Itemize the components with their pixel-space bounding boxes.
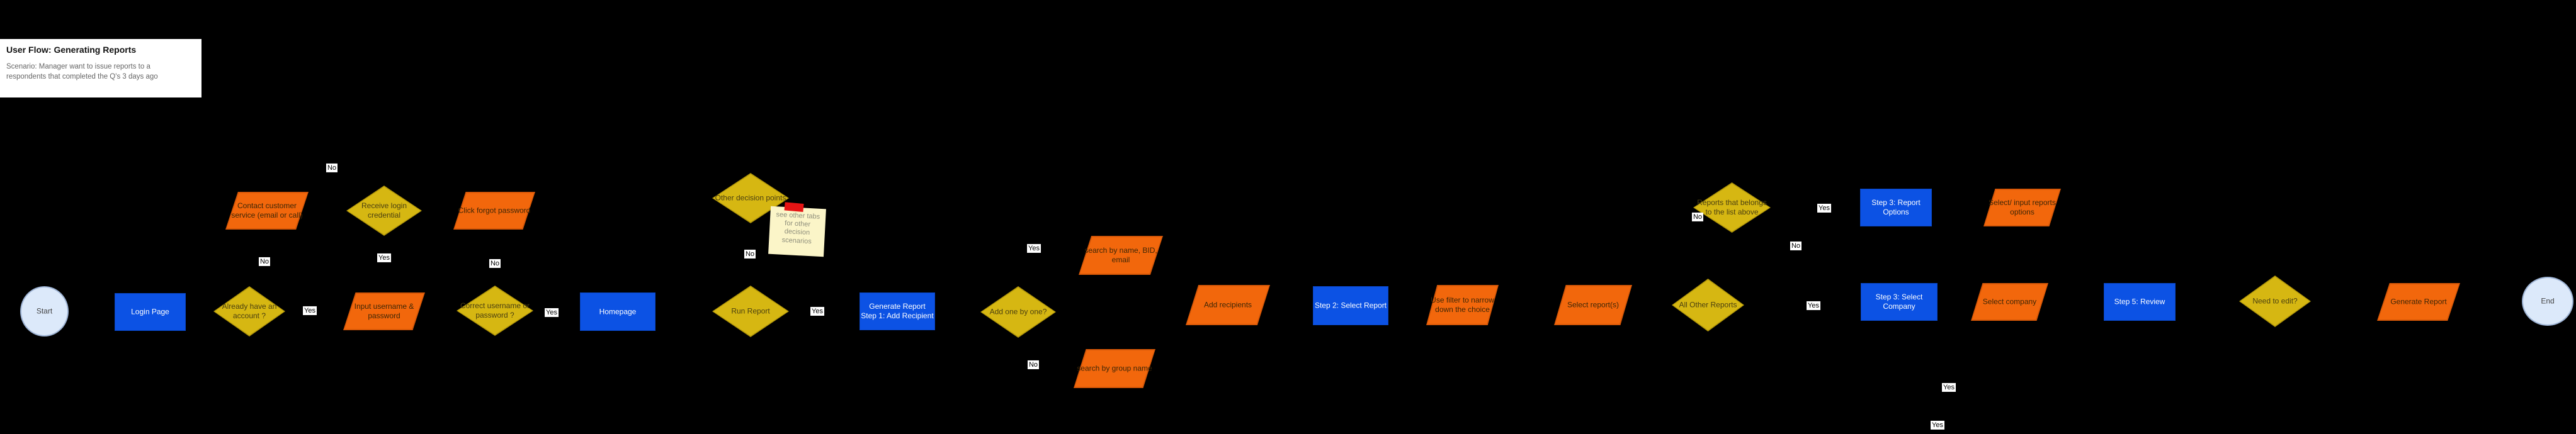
- node-login-page[interactable]: Login Page: [115, 293, 186, 331]
- edge-label-yes-11[interactable]: Yes: [1817, 203, 1831, 213]
- decision-shape: [1672, 279, 1744, 331]
- sticky-tape-icon: [784, 202, 804, 212]
- node-step3-select-company[interactable]: Step 3: Select Company: [1861, 283, 1938, 321]
- node-end[interactable]: End: [2522, 277, 2573, 326]
- node-click-forgot-password[interactable]: Click forgot password: [453, 192, 535, 230]
- node-step2-select-report[interactable]: Step 2: Select Report: [1313, 286, 1388, 325]
- io-shape-fill: [2378, 284, 2459, 320]
- title-card[interactable]: User Flow: Generating Reports Scenario: …: [0, 39, 201, 97]
- node-use-filter[interactable]: Use filter to narrow down the choice: [1426, 285, 1499, 325]
- node-select-input-report-options[interactable]: Select/ input reports options: [1983, 189, 2061, 226]
- io-shape-fill: [1427, 286, 1497, 324]
- io-shape-fill: [1972, 284, 2047, 320]
- decision-shape: [712, 286, 789, 337]
- edge-label-no-0[interactable]: No: [326, 163, 338, 173]
- decision-shape: [346, 186, 422, 236]
- node-start[interactable]: Start: [20, 286, 69, 337]
- node-label: Step 2: Select Report: [1314, 301, 1387, 310]
- edge-label-yes-14[interactable]: Yes: [1942, 382, 1956, 392]
- io-shape-fill: [1555, 286, 1631, 324]
- decision-shape-fill: [348, 187, 421, 235]
- edge-label-no-3[interactable]: No: [489, 259, 501, 269]
- node-already-have-account[interactable]: Already have an account ?: [213, 286, 285, 337]
- edge-label-yes-2[interactable]: Yes: [377, 253, 391, 263]
- node-search-by-name[interactable]: search by name, BID, email: [1079, 236, 1163, 275]
- io-shape: [225, 192, 309, 230]
- node-label: Start: [36, 306, 53, 316]
- decision-shape-fill: [1673, 280, 1743, 330]
- node-input-username-password[interactable]: Input username & password: [343, 292, 425, 330]
- node-generate-report[interactable]: Generate Report: [2377, 283, 2460, 321]
- page-title: User Flow: Generating Reports: [6, 45, 137, 55]
- scenario-text: Scenario: Manager want to issue reports …: [6, 63, 158, 81]
- node-select-company[interactable]: Select company: [1971, 283, 2048, 321]
- decision-shape: [213, 286, 285, 337]
- edge-label-yes-13[interactable]: Yes: [1807, 301, 1820, 311]
- io-shape-fill: [1080, 237, 1162, 274]
- decision-shape-fill: [713, 287, 788, 336]
- decision-shape-fill: [458, 287, 532, 335]
- edge-label-no-1[interactable]: No: [258, 257, 271, 267]
- node-add-recipients[interactable]: Add recipients: [1186, 285, 1270, 325]
- node-step5-review[interactable]: Step 5: Review: [2104, 283, 2176, 321]
- io-shape-fill: [344, 294, 424, 329]
- node-add-one-by-one[interactable]: Add one by one?: [980, 286, 1056, 338]
- edge-label-no-9[interactable]: No: [1027, 360, 1040, 370]
- io-shape: [1074, 349, 1155, 388]
- io-shape-fill: [227, 193, 307, 228]
- node-label: End: [2541, 296, 2555, 306]
- decision-shape: [980, 286, 1056, 338]
- node-need-to-edit[interactable]: Need to edit?: [2239, 275, 2311, 327]
- node-label: Step 3: Select Company: [1875, 292, 1923, 311]
- node-search-by-group[interactable]: search by group name: [1074, 349, 1155, 388]
- edge-label-no-6[interactable]: No: [744, 249, 756, 259]
- io-shape: [343, 292, 425, 330]
- io-shape: [1554, 285, 1632, 325]
- io-shape: [1971, 283, 2048, 321]
- edge-label-no-12[interactable]: No: [1790, 241, 1802, 251]
- node-contact-customer-service[interactable]: Contact customer service (email or call): [225, 192, 309, 230]
- io-shape: [1983, 189, 2061, 226]
- node-label: Step 5: Review: [2114, 297, 2165, 306]
- node-step3-report-options[interactable]: Step 3: Report Options: [1860, 189, 1932, 226]
- node-label: Generate Report Step 1: Add Recipient: [861, 302, 934, 320]
- edge-label-yes-15[interactable]: Yes: [1931, 420, 1944, 430]
- io-shape: [1426, 285, 1499, 325]
- io-shape-fill: [1985, 190, 2060, 225]
- decision-shape-fill: [1694, 184, 1769, 231]
- node-select-reports[interactable]: Select report(s): [1554, 285, 1632, 325]
- sticky-note-text: see other tabs for other decision scenar…: [776, 211, 820, 245]
- edge-label-yes-5[interactable]: Yes: [545, 308, 559, 318]
- node-label: Step 3: Report Options: [1871, 198, 1921, 216]
- decision-shape-fill: [982, 287, 1055, 337]
- edge-label-yes-4[interactable]: Yes: [303, 306, 317, 316]
- decision-shape-fill: [2240, 277, 2310, 326]
- node-label: Homepage: [599, 307, 637, 316]
- decision-shape-fill: [215, 287, 284, 335]
- decision-shape: [1693, 182, 1771, 233]
- io-shape: [2377, 283, 2460, 321]
- decision-shape: [457, 286, 533, 336]
- sticky-note[interactable]: see other tabs for other decision scenar…: [768, 202, 826, 257]
- node-receive-login-credential[interactable]: Receive login credential: [346, 186, 422, 236]
- io-shape: [1186, 285, 1270, 325]
- io-shape: [1079, 236, 1163, 275]
- decision-shape: [2239, 275, 2311, 327]
- io-shape: [453, 192, 535, 230]
- node-reports-belong-list[interactable]: Reports that belongs to the list above: [1693, 182, 1771, 233]
- node-run-report[interactable]: Run Report: [712, 286, 789, 337]
- edge-label-yes-8[interactable]: Yes: [1027, 243, 1041, 253]
- node-generate-report-step1[interactable]: Generate Report Step 1: Add Recipient: [860, 292, 935, 330]
- edge-label-no-10[interactable]: No: [1691, 212, 1704, 222]
- io-shape-fill: [1187, 286, 1269, 324]
- node-homepage[interactable]: Homepage: [580, 292, 655, 331]
- node-all-other-reports[interactable]: All Other Reports: [1672, 279, 1744, 331]
- io-shape-fill: [455, 193, 534, 228]
- io-shape-fill: [1075, 350, 1154, 387]
- edge-label-yes-7[interactable]: Yes: [810, 306, 824, 316]
- node-label: Login Page: [131, 307, 169, 316]
- node-correct-username-password[interactable]: Correct username or password ?: [457, 286, 533, 336]
